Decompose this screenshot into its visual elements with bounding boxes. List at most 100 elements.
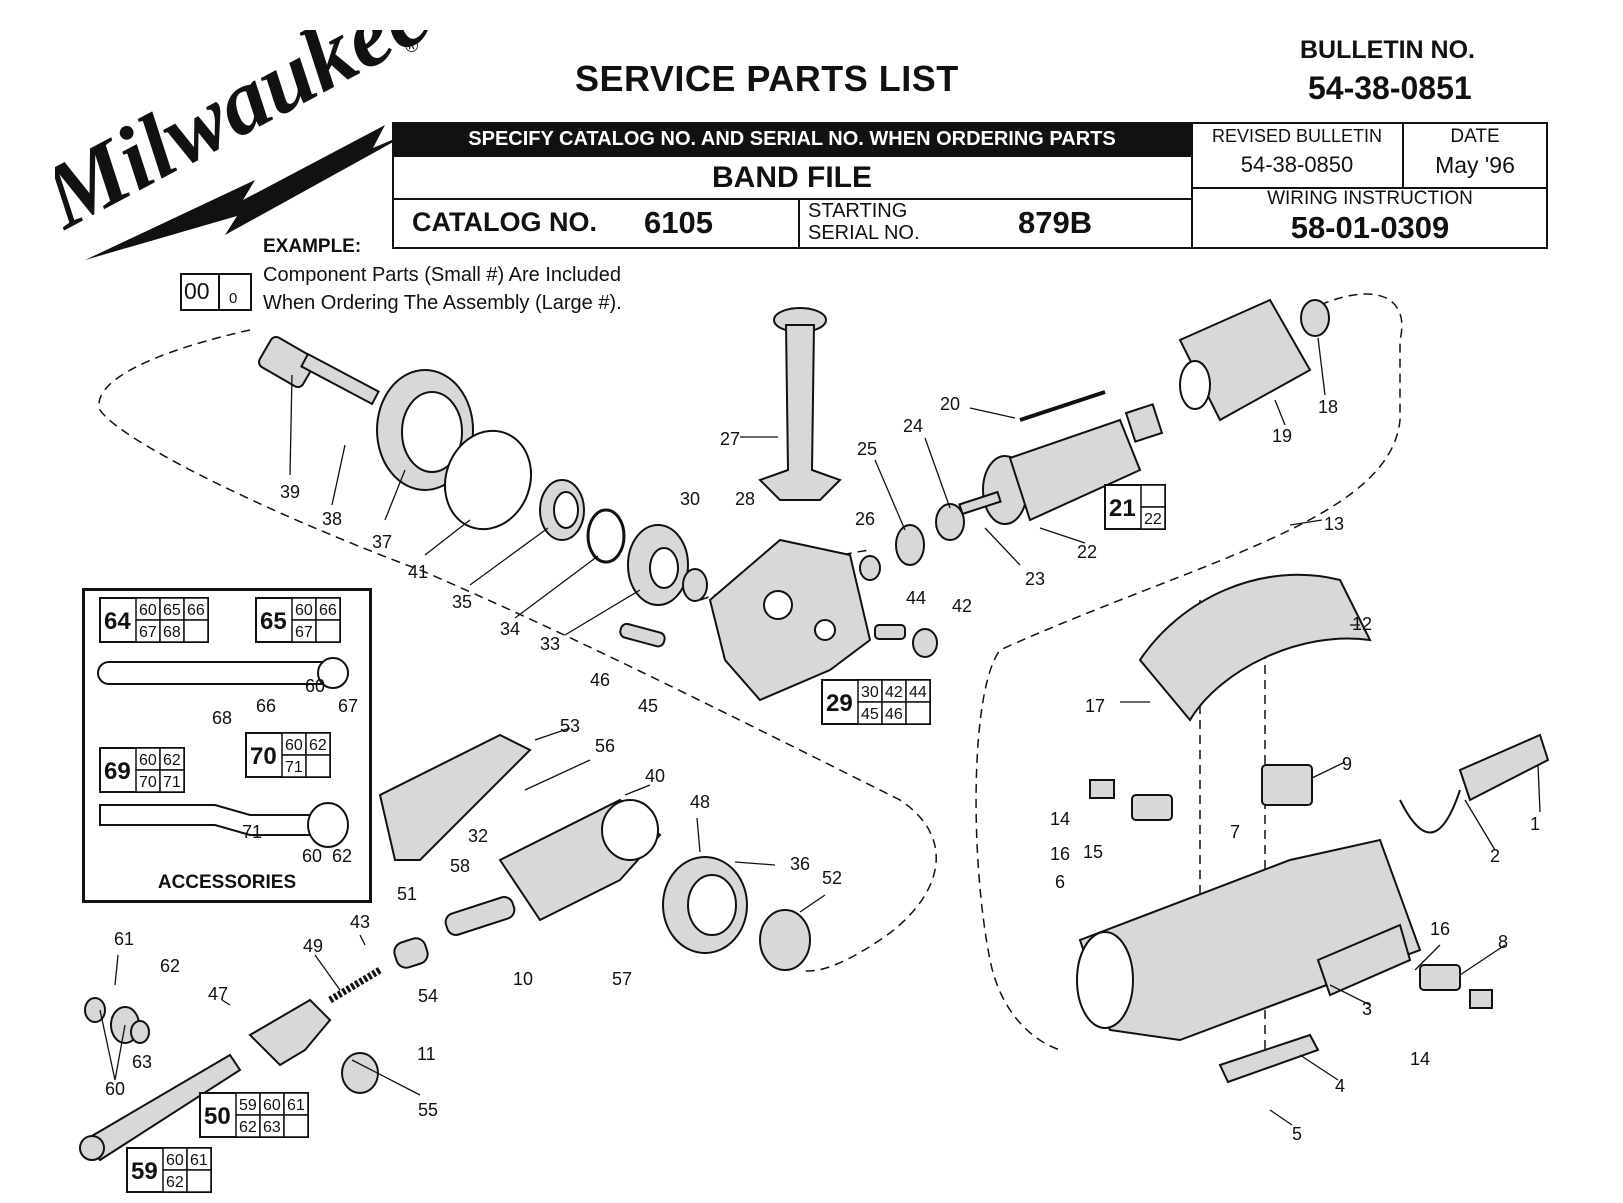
part-callout-53: 53 xyxy=(560,716,580,736)
part-callout-60: 60 xyxy=(105,1079,125,1099)
assembly-component-cell xyxy=(315,619,341,643)
assembly-component-number: 60 xyxy=(139,752,157,769)
spacer-part xyxy=(130,1020,150,1044)
wiring-instruction-number: 58-01-0309 xyxy=(1290,210,1450,245)
part-callout-32: 32 xyxy=(468,826,488,846)
part-callout-11: 11 xyxy=(417,1044,436,1064)
part-callout-49: 49 xyxy=(303,936,323,956)
part-callout-12: 12 xyxy=(1352,614,1372,634)
assembly-component-number: 65 xyxy=(163,602,181,619)
accessories-label: ACCESSORIES xyxy=(157,872,297,893)
assembly-component-number: 46 xyxy=(885,706,903,723)
part-callout-60: 60 xyxy=(302,846,322,866)
part-callout-13: 13 xyxy=(1324,514,1344,534)
product-name: BAND FILE xyxy=(712,161,872,194)
belt-arm-wheel-part xyxy=(79,1135,105,1161)
part-callout-19: 19 xyxy=(1272,426,1292,446)
starting-label: STARTING xyxy=(808,200,908,222)
armature-part xyxy=(958,403,1164,525)
part-callout-27: 27 xyxy=(720,429,740,449)
assembly-component-number: 67 xyxy=(295,624,313,641)
assembly-component-number: 68 xyxy=(163,624,181,641)
example-label: EXAMPLE: xyxy=(263,236,362,257)
leader-lines xyxy=(99,337,1541,1126)
part-callout-55: 55 xyxy=(418,1100,438,1120)
brush-holder-part xyxy=(1131,794,1173,821)
part-callout-26: 26 xyxy=(855,509,875,529)
part-callout-58: 58 xyxy=(450,856,470,876)
assembly-component-number: 71 xyxy=(163,774,181,791)
example-text-line2: When Ordering The Assembly (Large #). xyxy=(263,292,622,314)
part-callout-38: 38 xyxy=(322,509,342,529)
accessory-wheel-69 xyxy=(307,802,349,848)
power-cord-part xyxy=(1399,733,1550,834)
rear-bearing-part xyxy=(1300,299,1330,337)
specify-banner: SPECIFY CATALOG NO. AND SERIAL NO. WHEN … xyxy=(392,122,1192,157)
spring-part xyxy=(874,624,906,640)
field-part xyxy=(1178,298,1312,422)
assembly-component-number: 60 xyxy=(295,602,313,619)
roller-part xyxy=(759,909,811,971)
header-divider xyxy=(1402,122,1404,188)
example-big-number: 00 xyxy=(184,278,210,304)
accessories-frame xyxy=(82,588,372,903)
brush-part xyxy=(1089,779,1115,799)
assembly-component-number: 71 xyxy=(285,759,303,776)
assembly-component-number: 67 xyxy=(139,624,157,641)
catalog-label: CATALOG NO. xyxy=(412,207,597,237)
assembly-component-number: 30 xyxy=(861,684,879,701)
part-callout-63: 63 xyxy=(132,1052,152,1072)
logo-lightning-bolt xyxy=(85,125,415,260)
accessory-arm-69 xyxy=(99,804,331,836)
part-callout-46: 46 xyxy=(590,670,610,690)
assembly-component-cell xyxy=(905,701,931,725)
gear-case-part xyxy=(708,538,872,702)
assembly-component-number: 22 xyxy=(1144,511,1162,528)
part-callout-16: 16 xyxy=(1050,844,1070,864)
knob-part xyxy=(341,1052,379,1094)
part-callout-56: 56 xyxy=(595,736,615,756)
assembly-number: 59 xyxy=(131,1158,158,1185)
part-callout-48: 48 xyxy=(690,792,710,812)
part-callout-43: 43 xyxy=(350,912,370,932)
nut-part xyxy=(859,555,881,581)
part-callout-8: 8 xyxy=(1498,932,1508,952)
part-callout-62: 62 xyxy=(332,846,352,866)
assembly-component-cell xyxy=(186,1169,212,1193)
part-callout-25: 25 xyxy=(857,439,877,459)
assembly-number: 64 xyxy=(104,608,131,635)
logo-registered-mark: ® xyxy=(405,36,418,56)
header-divider xyxy=(1192,187,1548,189)
revised-bulletin-label: REVISED BULLETIN xyxy=(1211,126,1383,146)
part-callout-68: 68 xyxy=(212,708,232,728)
brush-holder-part xyxy=(1419,964,1461,991)
header-divider xyxy=(798,198,800,249)
bearing-24-part xyxy=(935,503,965,541)
assembly-component-number: 61 xyxy=(287,1097,305,1114)
catalog-number: 6105 xyxy=(644,205,713,240)
gear-part xyxy=(627,524,689,606)
part-callout-37: 37 xyxy=(372,532,392,552)
example-small-number: 0 xyxy=(229,290,238,307)
part-callout-44: 44 xyxy=(906,588,926,608)
assembly-path xyxy=(975,293,1403,1051)
part-callout-14: 14 xyxy=(1050,809,1070,829)
part-callout-22: 22 xyxy=(1077,542,1097,562)
pin-part xyxy=(619,622,666,648)
housing-cover-part xyxy=(1138,573,1372,722)
part-callouts: 1234567891011121314141516161718192022232… xyxy=(105,394,1540,1144)
part-callout-34: 34 xyxy=(500,619,520,639)
assembly-component-number: 70 xyxy=(139,774,157,791)
part-callout-6: 6 xyxy=(1055,872,1065,892)
switch-part xyxy=(1261,764,1313,806)
part-callout-15: 15 xyxy=(1083,842,1103,862)
part-callout-1: 1 xyxy=(1530,814,1540,834)
part-callout-35: 35 xyxy=(452,592,472,612)
part-callout-41: 41 xyxy=(408,562,428,582)
